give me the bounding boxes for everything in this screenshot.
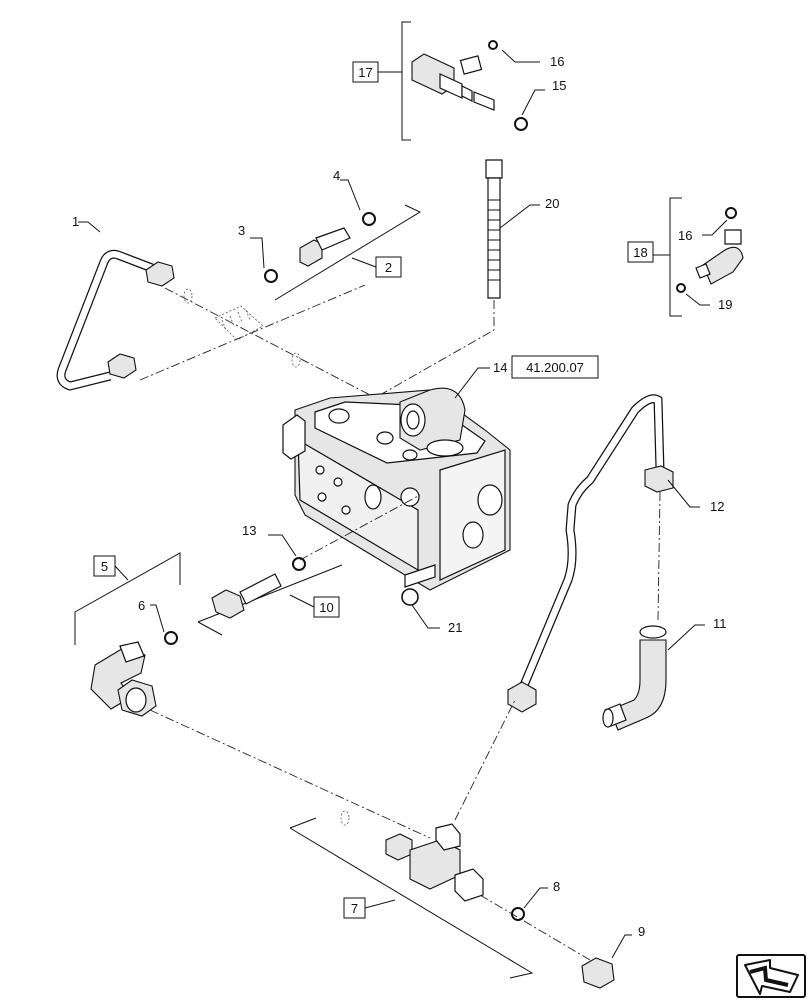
callout-3: 3 — [238, 223, 245, 238]
callout-8: 8 — [553, 879, 560, 894]
elbow-11: 11 — [602, 616, 727, 731]
callout-13: 13 — [242, 523, 256, 538]
callout-7: 7 — [351, 901, 358, 916]
valve-body-14: 14 41.200.07 — [282, 355, 599, 591]
callout-6: 6 — [138, 598, 145, 613]
callout-15: 15 — [552, 78, 566, 93]
callout-16b: 16 — [678, 228, 692, 243]
callout-16a: 16 — [550, 54, 564, 69]
callout-19: 19 — [718, 297, 732, 312]
callout-box-18[interactable] — [627, 241, 654, 263]
kit-5-elbow: 5 6 — [74, 552, 181, 717]
callout-10: 10 — [319, 600, 333, 615]
callout-5: 5 — [101, 559, 108, 574]
reference-label: 41.200.07 — [526, 360, 584, 375]
callout-17: 17 — [358, 65, 372, 80]
nut-9: 9 — [581, 924, 645, 989]
pipe-1: 1 — [56, 214, 175, 391]
callout-12: 12 — [710, 499, 724, 514]
kit-10-adapter: 10 13 — [197, 523, 343, 636]
page-navigation-arrow-icon[interactable] — [736, 954, 806, 998]
callout-14: 14 — [493, 360, 507, 375]
callout-21: 21 — [448, 620, 462, 635]
kit-18-elbow-fitting: 18 16 19 — [627, 197, 744, 317]
kit-7-tee: 7 8 — [289, 817, 560, 979]
callout-20: 20 — [545, 196, 559, 211]
kit-17-tee-fitting: 17 16 15 — [352, 21, 566, 141]
callout-1: 1 — [72, 214, 79, 229]
callout-2: 2 — [385, 260, 392, 275]
ghost-adapter — [214, 305, 264, 341]
kit-2-adapter: 2 4 3 — [238, 168, 422, 301]
callout-9: 9 — [638, 924, 645, 939]
callout-11: 11 — [713, 616, 727, 631]
reference-box[interactable] — [511, 355, 599, 379]
pipe-12: 12 — [507, 394, 724, 713]
bolt-20: 20 — [379, 159, 559, 396]
callout-18: 18 — [633, 245, 647, 260]
callout-4: 4 — [333, 168, 340, 183]
